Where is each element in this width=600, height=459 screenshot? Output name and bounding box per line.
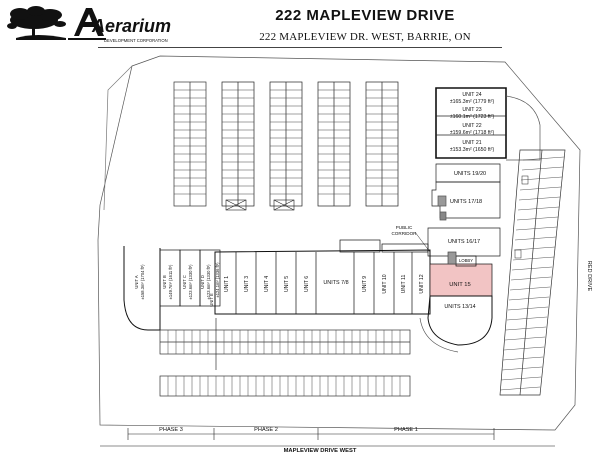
south-parking [159, 318, 411, 397]
red-drive-label: RED DRIVE [586, 261, 592, 292]
unit-b-area: ±149.7m² (1611 ft²) [168, 264, 173, 299]
a-mark-icon [68, 8, 106, 40]
unit-5-label: UNIT 5 [284, 276, 290, 292]
unit-15-label: UNIT 15 [449, 282, 470, 288]
aerarium-logo: Aerarium DEVELOPMENT CORPORATION [7, 6, 171, 43]
accessible-stalls [225, 199, 295, 211]
property-boundary [97, 55, 581, 431]
east-parking [499, 149, 566, 396]
logo-name: Aerarium [91, 16, 171, 36]
east-marker-1 [521, 175, 529, 185]
east-building [435, 87, 541, 161]
unit-23-name: UNIT 23 [462, 107, 481, 113]
unit-4-label: UNIT 4 [264, 276, 270, 292]
unit-24-name: UNIT 24 [462, 92, 481, 98]
header-rule [98, 47, 502, 48]
north-parking [173, 81, 207, 207]
south-parking-stalls [167, 330, 401, 396]
unit-22-name: UNIT 22 [462, 123, 481, 129]
phase-2-label: PHASE 2 [254, 427, 278, 433]
row-unit-labels: UNIT 1 UNIT 3 UNIT 4 UNIT 5 UNIT 6 UNIT … [224, 274, 425, 293]
unit-e-area: ±124.1m² (1336 ft²) [215, 262, 220, 298]
unit-24-area: ±165.3m² (1779 ft²) [450, 99, 495, 105]
page-subtitle: 222 MAPLEVIEW DR. WEST, BARRIE, ON [259, 31, 471, 43]
street-label: MAPLEVIEW DRIVE WEST [284, 448, 357, 454]
unit-1-label: UNIT 1 [224, 276, 230, 292]
tree-icon [7, 6, 66, 40]
site-curb [103, 65, 133, 211]
north-parking-stalls [174, 89, 206, 195]
central-labels: UNITS 19/20 UNITS 17/18 UNITS 16/17 PUBL… [391, 171, 486, 245]
public-corridor-label-2: CORRIDOR [391, 231, 417, 236]
header: Aerarium DEVELOPMENT CORPORATION 222 MAP… [0, 0, 600, 54]
unit-21-area: ±153.3m² (1650 ft²) [450, 147, 495, 153]
unit-9-label: UNIT 9 [362, 276, 368, 292]
page-title: 222 MAPLEVIEW DRIVE [275, 7, 455, 24]
main-row-labels: UNITS 7/8 UNIT 15 LOBBY UNITS 13/14 [323, 258, 475, 310]
unit-3-label: UNIT 3 [244, 276, 250, 292]
unit-11-label: UNIT 11 [401, 274, 407, 293]
lobby-label: LOBBY [459, 258, 473, 263]
unit-b-name: UNIT B [162, 275, 167, 289]
unit-6-label: UNIT 6 [304, 276, 310, 292]
main-building [123, 239, 493, 353]
public-corridor-label-1: PUBLIC [396, 225, 413, 230]
units-16-17-label: UNITS 16/17 [448, 239, 480, 245]
west-unit-labels: UNIT A ±158.3m² (1704 ft²) UNIT B ±149.7… [134, 262, 220, 307]
unit-d-name: UNIT D [200, 275, 205, 289]
unit-e-name: UNIT E [209, 293, 214, 307]
phase-dimension [127, 428, 495, 440]
east-unit-labels: UNIT 24 ±165.3m² (1779 ft²) UNIT 23 ±160… [450, 92, 495, 153]
unit-23-area: ±160.1m² (1723 ft²) [450, 114, 495, 120]
phase-3-label: PHASE 3 [159, 427, 183, 433]
unit-21-name: UNIT 21 [462, 140, 481, 146]
east-parking-stalls [499, 156, 565, 391]
central-building [427, 163, 501, 257]
logo-tagline: DEVELOPMENT CORPORATION [104, 38, 168, 43]
phase-1-label: PHASE 1 [394, 427, 418, 433]
unit-a-name: UNIT A [134, 275, 139, 288]
units-13-14-label: UNITS 13/14 [444, 304, 475, 310]
units-7-8-label: UNITS 7/8 [323, 280, 348, 286]
units-17-18-label: UNITS 17/18 [450, 199, 482, 205]
unit-10-label: UNIT 10 [382, 274, 388, 293]
unit-a-area: ±158.3m² (1704 ft²) [140, 264, 145, 300]
units-19-20-label: UNITS 19/20 [454, 171, 486, 177]
unit-c-name: UNIT C [182, 275, 187, 289]
phase-labels: PHASE 3 PHASE 2 PHASE 1 [159, 427, 418, 433]
east-marker-2 [514, 249, 522, 259]
unit-12-label: UNIT 12 [419, 274, 425, 293]
unit-15-highlight [429, 263, 493, 297]
corridor-leader [414, 231, 431, 253]
unit-d-area: ±123.6m² (1330 ft²) [206, 264, 211, 300]
unit-c-area: ±123.6m² (1330 ft²) [188, 264, 193, 300]
unit-22-area: ±159.6m² (1718 ft²) [450, 130, 495, 136]
